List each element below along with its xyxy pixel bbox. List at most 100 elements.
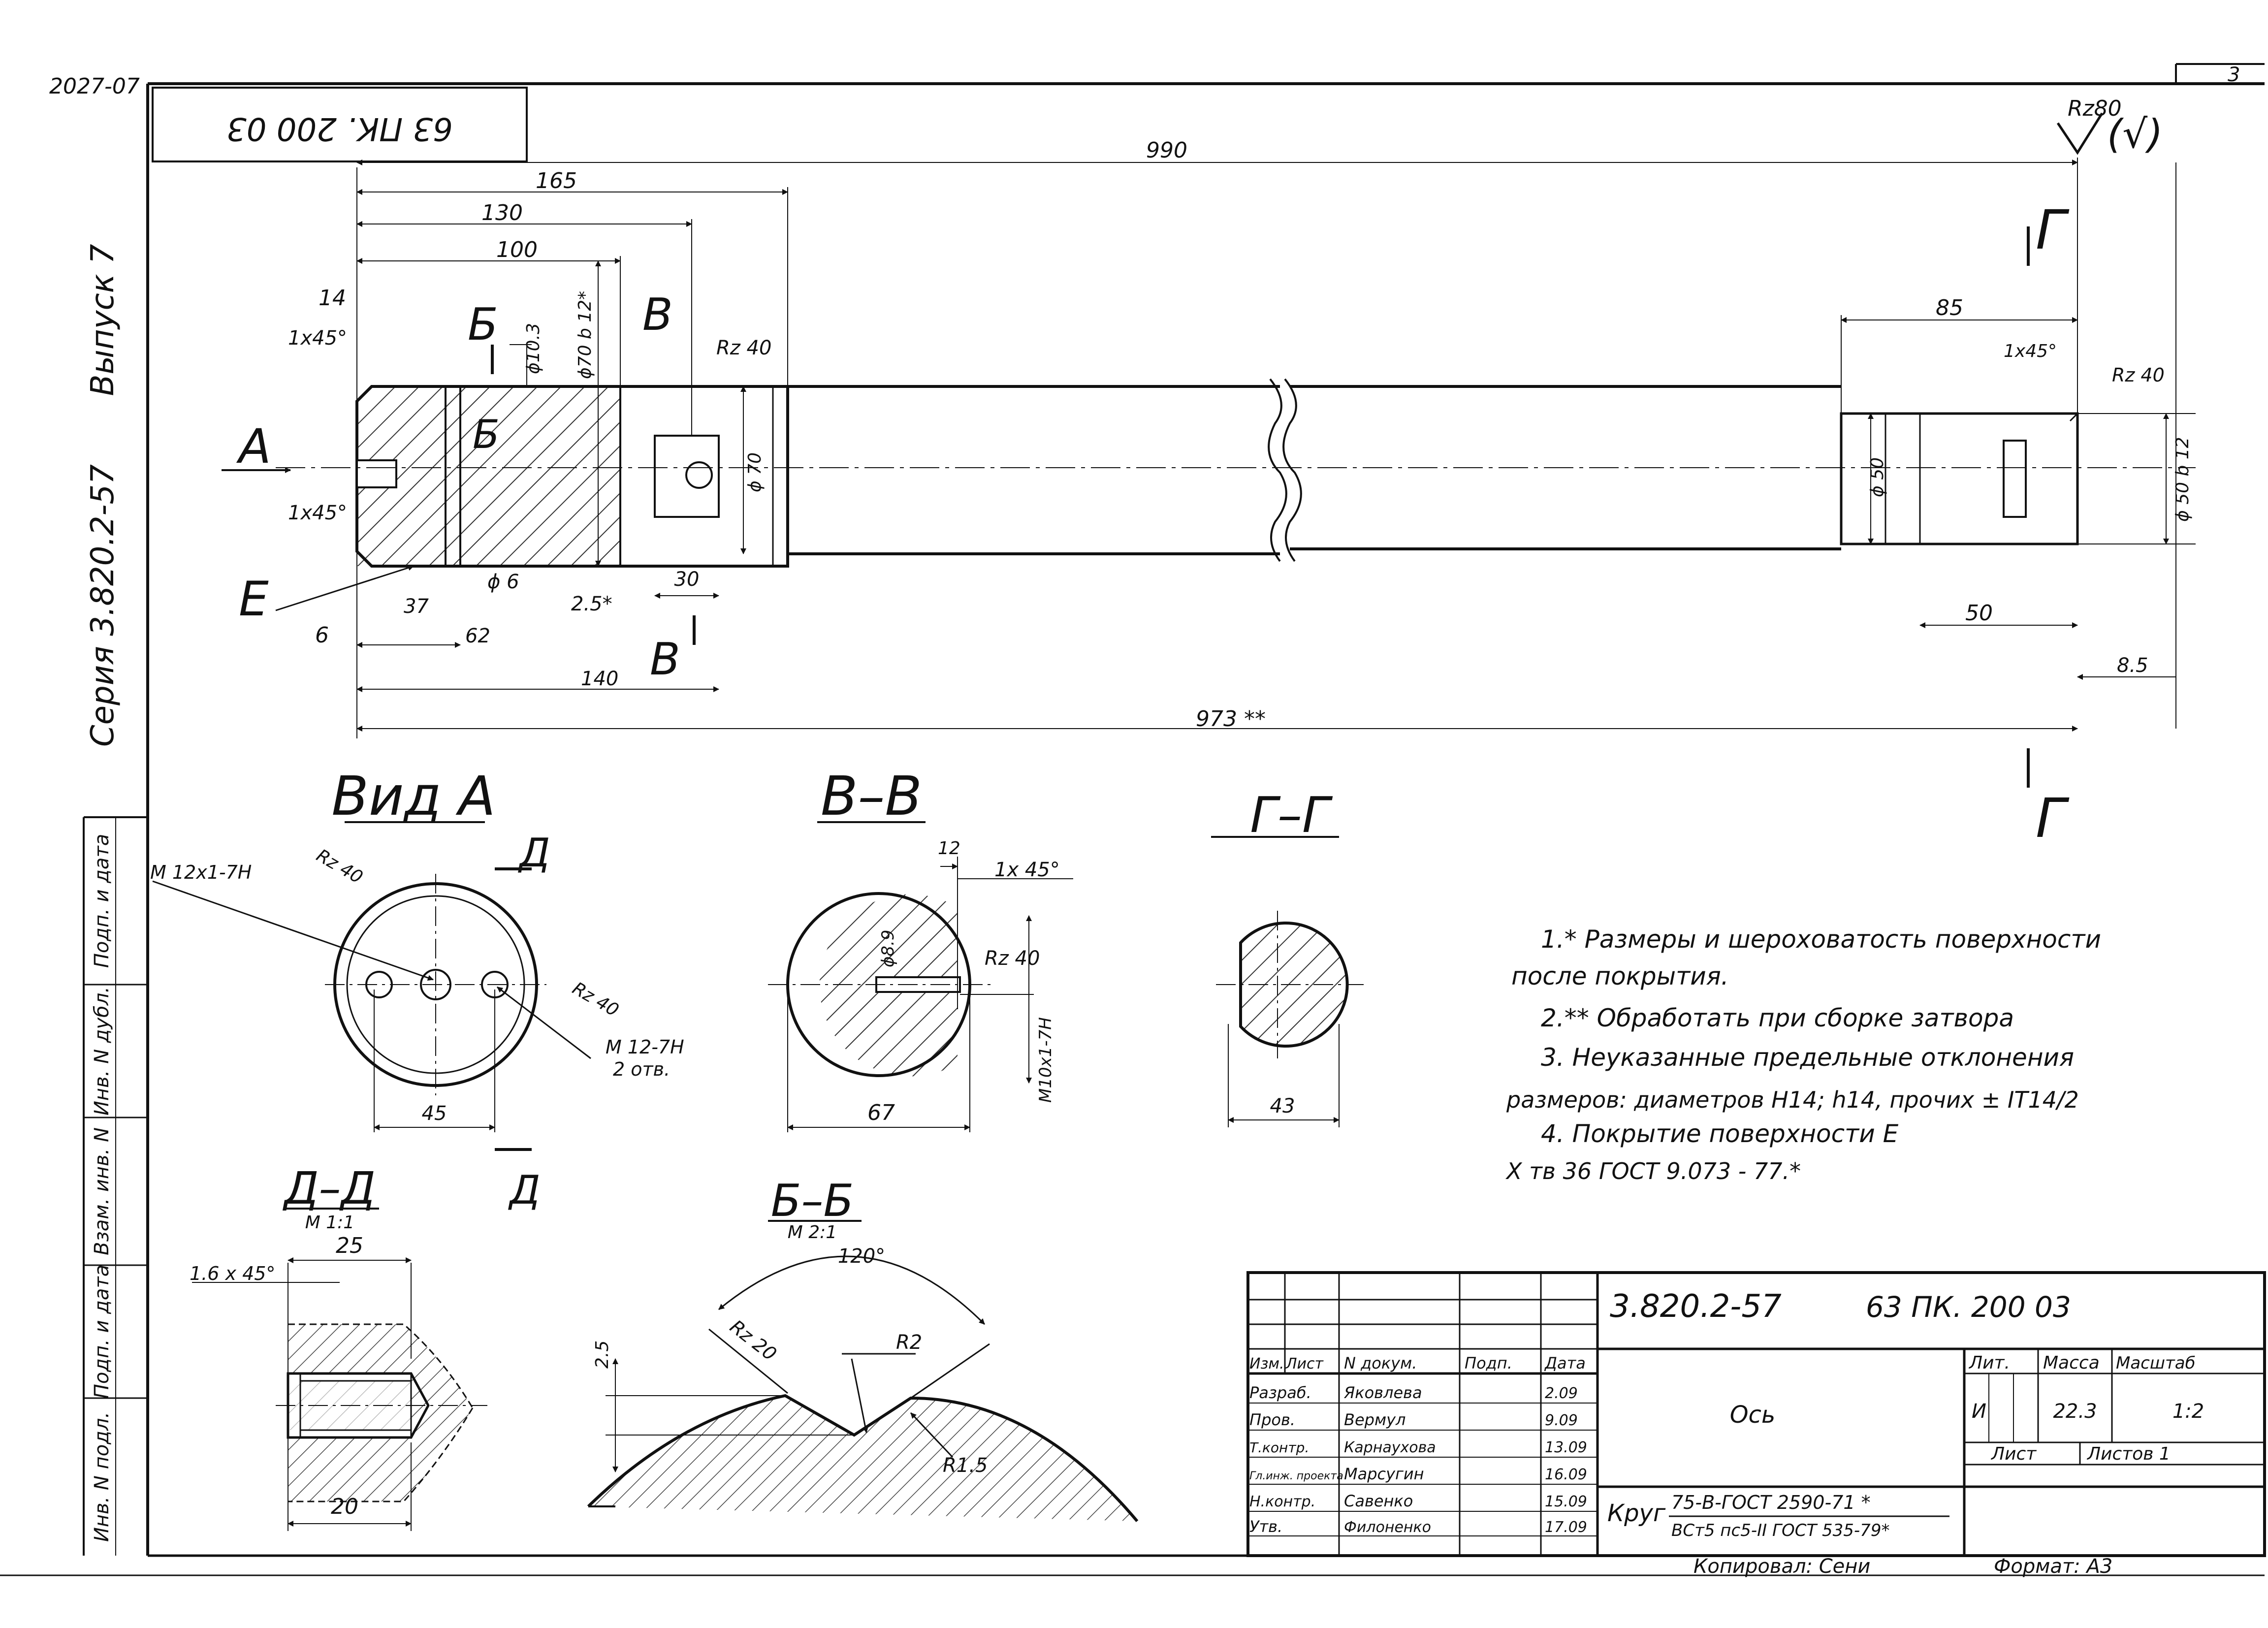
- roughness-general: Rz80: [2068, 96, 2122, 121]
- shaft-main-view: [222, 158, 2196, 788]
- side-cell-3: Взам. инв. N: [91, 1127, 113, 1255]
- view-a-drawing: [152, 867, 591, 1151]
- dim-d10-3: ϕ10.3: [523, 323, 543, 374]
- view-a-dim-45: 45: [422, 1102, 447, 1125]
- tb-row5-name: Савенко: [1344, 1492, 1413, 1510]
- section-v-thread: M10x1-7H: [1036, 1017, 1055, 1103]
- tb-row5-role: Н.контр.: [1249, 1493, 1315, 1510]
- tb-code2: 63 ПК. 200 03: [1866, 1290, 2071, 1324]
- dim-990: 990: [1146, 138, 1187, 163]
- view-a-marker-bottom: Д: [508, 1167, 541, 1213]
- section-mark-g-top: Г: [2036, 198, 2070, 261]
- rz40-a: Rz 40: [716, 337, 771, 359]
- section-d-scale: М 1:1: [305, 1213, 354, 1233]
- section-b-title: Б–Б: [771, 1175, 854, 1227]
- roughness-check-icon: [2056, 112, 2104, 155]
- drawing-frame: [0, 63, 2265, 1576]
- vypusk-label: Выпуск 7: [85, 244, 121, 396]
- sheet-mark: 3: [2228, 64, 2240, 86]
- tb-row3-date: 13.09: [1545, 1439, 1587, 1456]
- tb-head-list: Лист: [1285, 1355, 1324, 1373]
- side-strip: [83, 816, 148, 1556]
- section-mark-v-bottom: В: [650, 634, 680, 685]
- dim-165: 165: [536, 168, 577, 193]
- dim-d50: ϕ 50: [1867, 457, 1887, 497]
- section-d-chamfer: 1.6 x 45°: [190, 1263, 275, 1284]
- section-b-drawing: [587, 1255, 1139, 1522]
- dim-d50-b12: ϕ 50 b 12: [2172, 437, 2193, 522]
- tb-head-ndok: N докум.: [1344, 1354, 1417, 1373]
- side-cell-1: Инв. N подл.: [91, 1412, 113, 1542]
- section-v-drawing: [768, 857, 1073, 1132]
- side-cell-5: Подп. и дата: [91, 834, 113, 968]
- section-d-title: Д–Д: [282, 1163, 376, 1214]
- section-b-r2: R2: [896, 1331, 922, 1354]
- tb-head-izm: Изм.: [1249, 1355, 1284, 1373]
- tb-scale-label: Масштаб: [2116, 1353, 2196, 1373]
- note-4b: X тв 36 ГОСТ 9.073 - 77.*: [1505, 1158, 1801, 1184]
- tb-part-name: Ось: [1730, 1401, 1775, 1429]
- tb-sheet-label: Лист: [1990, 1444, 2037, 1464]
- side-cell-4: Инв. N дубл.: [91, 987, 113, 1116]
- corner-number: 2027-07: [49, 74, 140, 99]
- tb-row6-role: Утв.: [1249, 1517, 1282, 1536]
- chamfer-1: 1x45°: [288, 327, 347, 350]
- dim-140: 140: [581, 668, 618, 690]
- dim-d70-b12: ϕ70 b 12*: [575, 291, 595, 379]
- tb-row6-name: Филоненко: [1344, 1519, 1431, 1536]
- tb-mass-label: Масса: [2043, 1353, 2100, 1373]
- view-a-rz1: Rz 40: [313, 845, 366, 888]
- tb-row4-date: 16.09: [1545, 1466, 1587, 1483]
- view-a-rz2: Rz 40: [569, 978, 622, 1021]
- dim-130: 130: [481, 200, 523, 225]
- tb-sheets-label: Листов 1: [2086, 1444, 2171, 1464]
- tb-row1-name: Яковлева: [1343, 1383, 1422, 1402]
- section-mark-b-top: Б: [468, 299, 498, 351]
- tb-material-prefix: Круг: [1607, 1500, 1666, 1527]
- dim-62: 62: [465, 625, 490, 647]
- note-2: 2.** Обработать при сборке затвора: [1541, 1004, 2014, 1032]
- section-b-rz: Rz 20: [726, 1315, 780, 1365]
- tb-row4-role: Гл.инж. проекта: [1249, 1470, 1343, 1482]
- section-g-title: Г–Г: [1250, 786, 1333, 844]
- surface-letter-e: Е: [239, 572, 269, 627]
- section-mark-b-mid: Б: [473, 412, 500, 457]
- section-v-dim-67: 67: [867, 1100, 895, 1125]
- dim-d70: ϕ 70: [745, 452, 765, 492]
- dim-973: 973 **: [1196, 706, 1266, 732]
- tb-code: 3.820.2-57: [1610, 1288, 1782, 1325]
- section-d-drawing: [192, 1257, 487, 1531]
- section-b-scale: М 2:1: [788, 1222, 837, 1243]
- dim-50: 50: [1965, 601, 1993, 626]
- stamp-box: 63 ПК. 200 03: [152, 87, 528, 162]
- tb-head-data: Дата: [1544, 1354, 1586, 1373]
- tb-mass-value: 22.3: [2053, 1400, 2097, 1423]
- chamfer-3: 1x45°: [2004, 341, 2057, 361]
- tb-row2-role: Пров.: [1249, 1410, 1295, 1429]
- dim-100: 100: [496, 237, 538, 262]
- tb-row4-name: Марсугин: [1344, 1465, 1424, 1483]
- dim-d6: ϕ 6: [487, 571, 519, 593]
- view-a-thread2: M 12-7H: [606, 1036, 684, 1058]
- tb-row5-date: 15.09: [1545, 1493, 1587, 1510]
- section-g-dim-43: 43: [1270, 1095, 1295, 1117]
- dim-14: 14: [319, 286, 346, 311]
- tb-lit-label: Лит.: [1968, 1353, 2010, 1373]
- tb-row3-role: Т.контр.: [1249, 1439, 1309, 1456]
- section-b-dim-2-5: 2.5: [592, 1341, 612, 1369]
- stamp-code: 63 ПК. 200 03: [226, 110, 453, 147]
- dim-30: 30: [674, 568, 700, 591]
- tb-format: Формат: А3: [1994, 1555, 2112, 1578]
- tb-material-top: 75-В-ГОСТ 2590-71 *: [1671, 1492, 1871, 1513]
- tb-head-podp: Подп.: [1465, 1354, 1512, 1373]
- section-v-chamfer: 1x 45°: [994, 859, 1060, 881]
- dim-8-5: 8.5: [2117, 654, 2148, 677]
- tb-row2-name: Вермул: [1344, 1410, 1406, 1429]
- note-3b: размеров: диаметров H14; h14, прочих ± I…: [1506, 1086, 2079, 1113]
- chamfer-2: 1x45°: [288, 502, 347, 524]
- section-v-title: В–В: [821, 765, 922, 828]
- tb-row1-role: Разраб.: [1249, 1383, 1311, 1402]
- view-a-marker-top: Д: [518, 830, 550, 876]
- dim-2-5: 2.5*: [571, 593, 612, 615]
- note-1b: после покрытия.: [1511, 962, 1729, 990]
